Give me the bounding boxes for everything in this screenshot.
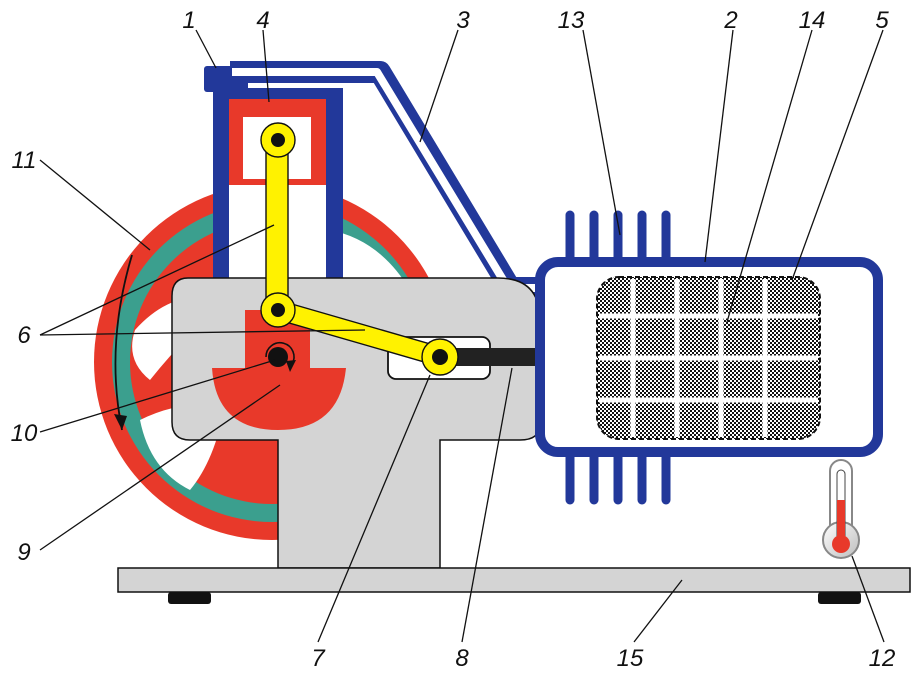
leader-5 xyxy=(791,29,884,281)
label-5: 5 xyxy=(875,7,889,34)
label-7: 7 xyxy=(311,645,326,672)
label-8: 8 xyxy=(455,645,469,672)
crosshead-joint xyxy=(421,338,459,376)
foot-left xyxy=(168,592,211,604)
label-1: 1 xyxy=(182,7,195,34)
leader-3 xyxy=(419,29,459,143)
part-labels: 1 4 3 13 2 14 5 11 6 10 9 7 8 15 12 xyxy=(11,7,896,672)
leader-6a xyxy=(39,224,275,336)
leader-4 xyxy=(262,29,270,103)
foot-right xyxy=(818,592,861,604)
label-2: 2 xyxy=(723,7,737,34)
label-3: 3 xyxy=(456,7,470,34)
leader-15 xyxy=(633,579,683,643)
rotation-arrow-flywheel xyxy=(114,254,133,431)
leader-2 xyxy=(704,29,734,263)
connecting-rods xyxy=(260,122,445,367)
leader-1 xyxy=(195,29,217,69)
label-13: 13 xyxy=(558,7,585,34)
base-plate xyxy=(117,567,911,593)
label-15: 15 xyxy=(617,645,644,672)
regenerator-mesh xyxy=(596,276,821,440)
leader-14 xyxy=(726,29,813,323)
label-10: 10 xyxy=(11,420,38,447)
leader-6b xyxy=(39,329,366,336)
crank xyxy=(212,368,346,430)
leader-lines xyxy=(39,29,885,643)
thermometer xyxy=(822,459,860,559)
label-9: 9 xyxy=(17,539,30,566)
leader-10 xyxy=(39,359,276,433)
leader-7 xyxy=(317,374,431,643)
label-12: 12 xyxy=(869,645,896,672)
leader-11 xyxy=(39,159,151,251)
label-4: 4 xyxy=(256,7,269,34)
leader-13 xyxy=(582,29,621,236)
leader-8 xyxy=(461,367,513,643)
leader-9 xyxy=(39,384,281,551)
label-6: 6 xyxy=(17,322,31,349)
crankshaft xyxy=(265,342,296,372)
label-11: 11 xyxy=(12,147,37,174)
label-14: 14 xyxy=(799,7,826,34)
leader-12 xyxy=(851,555,885,643)
